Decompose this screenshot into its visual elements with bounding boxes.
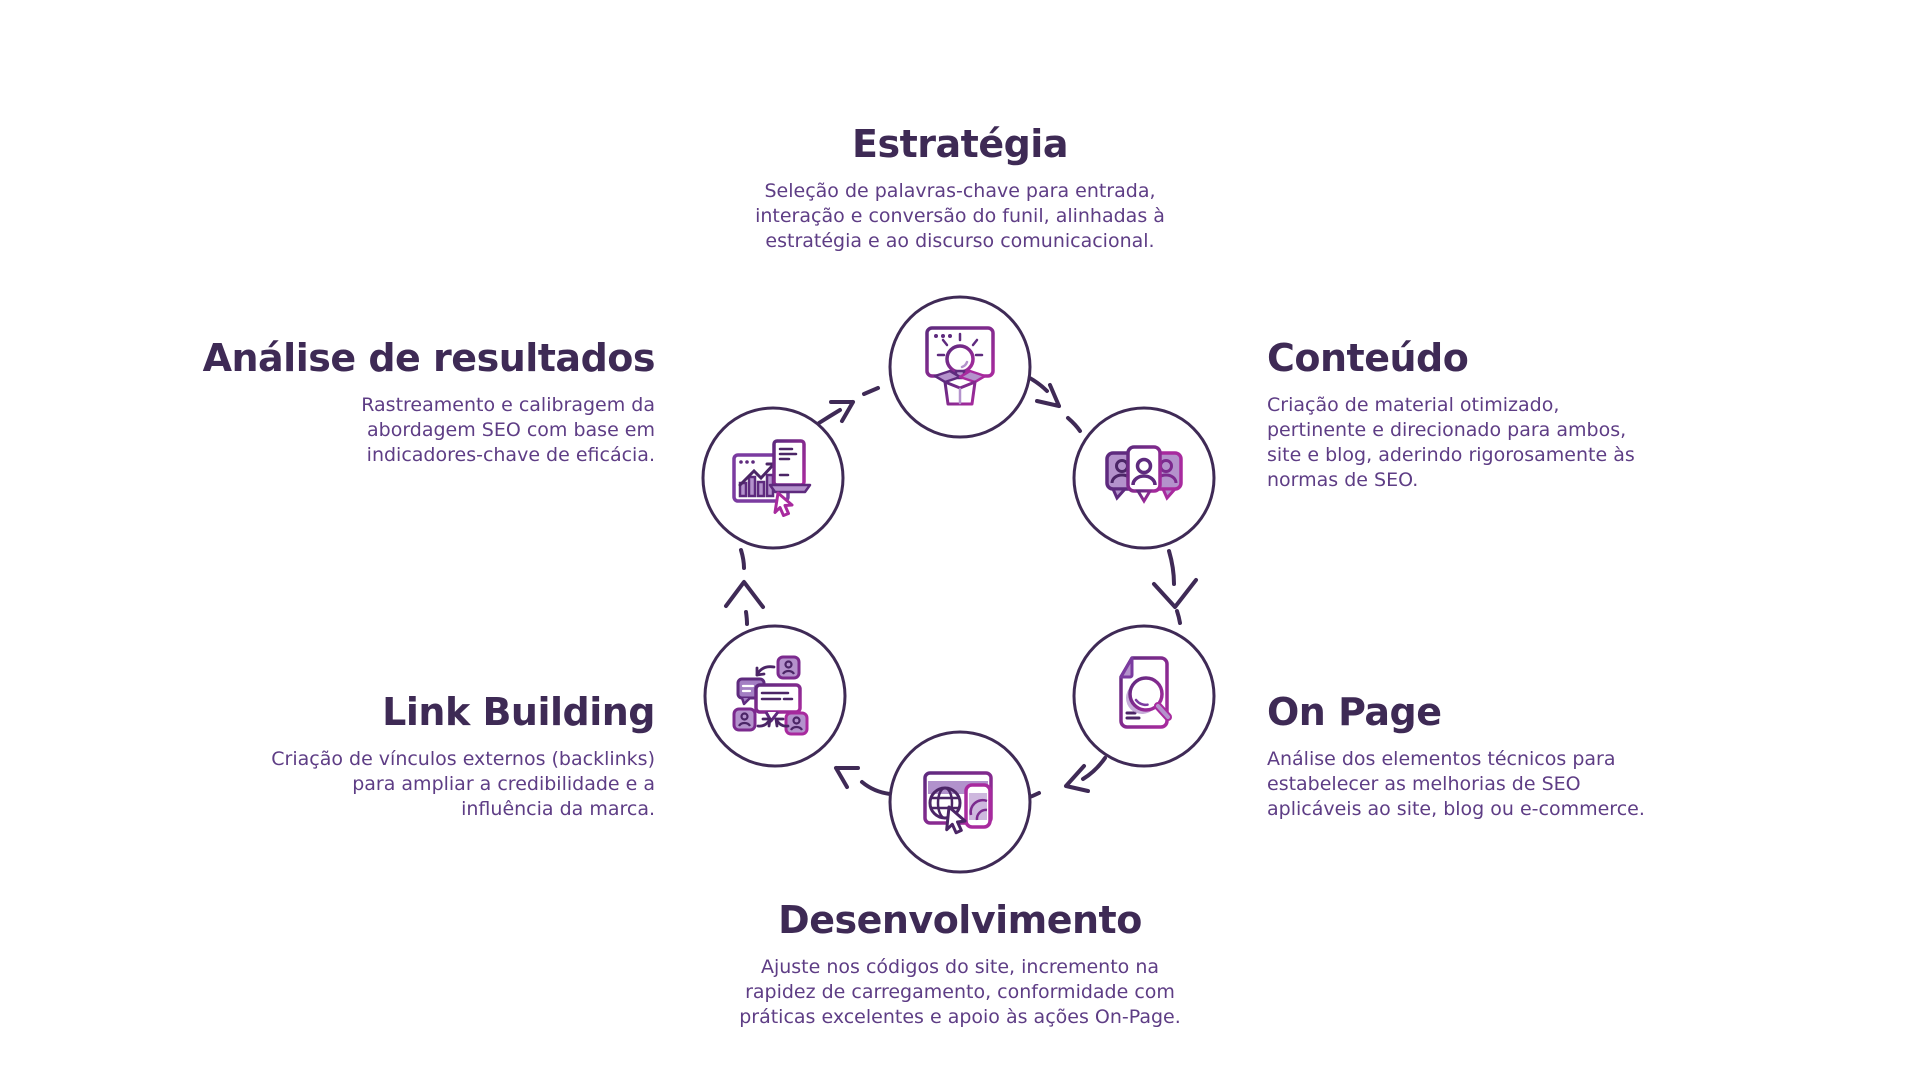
network-share-icon [732,655,809,736]
step-analise-title: Análise de resultados [202,336,656,380]
arrow-desenvolvimento-to-linkbuilding [860,780,892,796]
arrow-linkbuilding-to-analise [744,610,749,626]
cycle-diagram [701,295,1216,874]
arrow-estrategia-to-conteudo [1026,375,1049,393]
step-desenvolvimento: Desenvolvimento Ajuste nos códigos do si… [610,898,1310,1030]
arrow-analise-to-estrategia [817,408,842,425]
step-link-building: Link Building Criação de vínculos extern… [135,690,655,822]
responsive-web-icon [923,771,993,835]
idea-box-icon [925,326,995,406]
step-onpage-description: Análise dos elementos técnicos para esta… [1267,747,1645,820]
step-estrategia: Estratégia Seleção de palavras-chave par… [610,122,1310,254]
step-onpage-title: On Page [1267,690,1442,734]
audience-bubbles-icon [1105,445,1183,504]
arrow-onpage-to-desenvolvimento [1081,756,1107,781]
step-analise-description: Rastreamento e calibragem da abordagem S… [361,393,655,466]
step-linkbuilding-description: Criação de vínculos externos (backlinks)… [271,747,655,820]
step-conteudo-title: Conteúdo [1267,336,1469,380]
step-estrategia-title: Estratégia [852,122,1068,166]
step-conteudo-description: Criação de material otimizado, pertinent… [1267,393,1635,492]
arrow-conteudo-to-onpage [1167,549,1176,586]
step-desenvolvimento-title: Desenvolvimento [778,898,1142,942]
step-linkbuilding-title: Link Building [382,690,655,734]
step-analise-de-resultados: Análise de resultados Rastreamento e cal… [135,336,656,468]
step-estrategia-description: Seleção de palavras-chave para entrada, … [755,179,1165,252]
step-desenvolvimento-description: Ajuste nos códigos do site, incremento n… [739,955,1181,1028]
flow-arrows [724,375,1198,800]
step-conteudo: Conteúdo Criação de material otimizado, … [1267,336,1787,493]
step-on-page: On Page Análise dos elementos técnicos p… [1267,690,1787,822]
document-search-icon [1119,656,1172,729]
analytics-report-icon [732,439,812,517]
